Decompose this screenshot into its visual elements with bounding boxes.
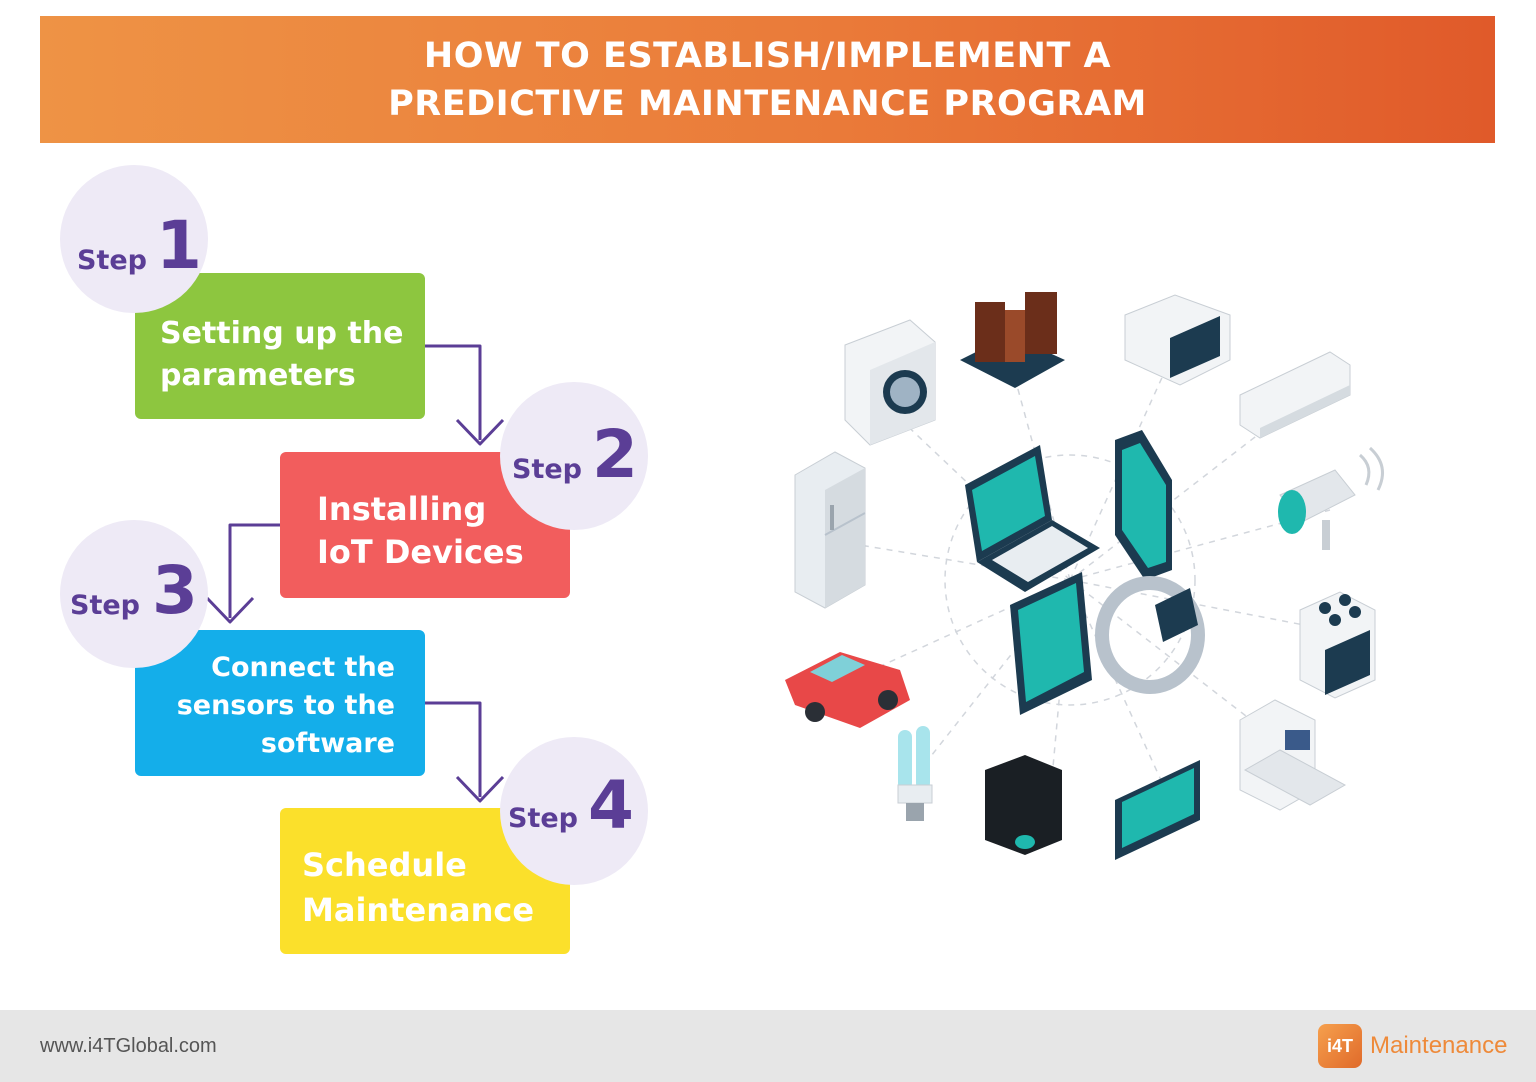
step-1-badge: Step 1 — [60, 165, 208, 313]
refrigerator-icon — [794, 451, 866, 609]
arrow-head-3 — [455, 775, 505, 803]
step-3-badge: Step 3 — [60, 520, 208, 668]
car-icon — [785, 652, 910, 728]
iot-devices-illustration — [785, 292, 1384, 860]
arrow-step2-to-step3 — [228, 523, 280, 618]
footer: www.i4TGlobal.com i4T Maintenance — [0, 1010, 1536, 1082]
television-icon — [1115, 760, 1200, 860]
security-camera-icon — [1278, 446, 1384, 550]
arrow-step1-to-step2 — [425, 344, 482, 440]
light-bulb-icon — [897, 726, 933, 821]
washing-machine-icon — [844, 319, 936, 446]
stove-icon — [1299, 591, 1376, 699]
arrow-head-2 — [205, 596, 255, 624]
title-banner: HOW TO ESTABLISH/IMPLEMENT A PREDICTIVE … — [40, 16, 1495, 143]
brand-name: Maintenance — [1370, 1032, 1508, 1059]
phone-icon — [1115, 430, 1172, 580]
step-4-number: 4 — [588, 767, 634, 844]
step-1-label: Step — [77, 245, 147, 276]
arrow-step3-to-step4 — [425, 701, 482, 797]
step-2-label: Step — [512, 454, 582, 485]
step-3-label: Step — [70, 590, 140, 621]
step-4-label: Step — [508, 803, 578, 834]
smartwatch-icon — [1095, 576, 1205, 694]
step-2-badge: Step 2 — [500, 382, 648, 530]
website-link[interactable]: www.i4TGlobal.com — [40, 1035, 217, 1057]
step-2-number: 2 — [592, 416, 638, 493]
speakers-icon — [960, 292, 1065, 388]
step-1-number: 1 — [156, 207, 202, 284]
dishwasher-icon — [1239, 699, 1347, 811]
i4t-logo-icon: i4T — [1318, 1024, 1362, 1068]
title-line-2: PREDICTIVE MAINTENANCE PROGRAM — [388, 83, 1147, 124]
title-line-1: HOW TO ESTABLISH/IMPLEMENT A — [423, 35, 1112, 76]
arrow-head-1 — [455, 418, 505, 446]
laptop-icon — [965, 445, 1100, 592]
tablet-icon — [1010, 572, 1092, 715]
microwave-icon — [1124, 294, 1231, 386]
coffee-machine-icon — [985, 755, 1062, 855]
air-conditioner-icon — [1239, 351, 1351, 439]
step-3-number: 3 — [152, 552, 198, 629]
step-4-badge: Step 4 — [500, 737, 648, 885]
